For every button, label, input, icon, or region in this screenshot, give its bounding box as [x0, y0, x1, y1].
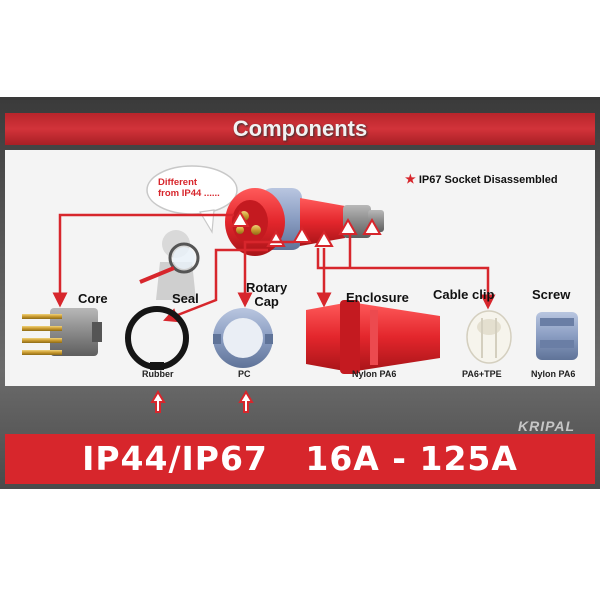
rotary-cap-label-line2: Cap — [254, 294, 279, 309]
cable-clip-material: PA6+TPE — [462, 369, 502, 379]
bubble-line2: from IP44 ...... — [158, 188, 220, 199]
enclosure-material: Nylon PA6 — [352, 369, 397, 379]
legend-text: IP67 Socket Disassembled — [418, 174, 558, 186]
spec-text: IP44/IP67 16A - 125A — [82, 439, 518, 478]
seal-ring — [125, 306, 189, 370]
brand-logo: KRIPAL — [518, 418, 576, 434]
rotary-cap-material: PC — [238, 369, 251, 379]
cable-clip — [466, 310, 512, 364]
bubble-line1: Different — [158, 177, 198, 188]
screw-material: Nylon PA6 — [531, 369, 576, 379]
enclosure — [306, 300, 440, 374]
core-label: Core — [78, 291, 108, 306]
enclosure-label: Enclosure — [346, 290, 409, 305]
rotary-cap-label-line1: Rotary — [246, 280, 288, 295]
page-title: Components — [232, 116, 368, 141]
seal-label: Seal — [172, 291, 199, 306]
magnifier-figure — [139, 230, 200, 300]
screw-component — [536, 312, 578, 360]
star-icon: ★ — [405, 172, 416, 186]
legend: ★ IP67 Socket Disassembled — [405, 172, 558, 186]
seal-material: Rubber — [142, 369, 174, 379]
core-component — [22, 308, 102, 356]
assembled-socket — [225, 188, 384, 256]
spec-bar — [5, 434, 595, 484]
screw-label: Screw — [532, 287, 571, 302]
connector-arrows — [52, 213, 496, 323]
rotary-cap-label: Rotary Cap — [246, 281, 287, 309]
warning-markers — [230, 209, 382, 247]
rotary-cap — [213, 308, 273, 368]
up-arrow-icons — [150, 390, 254, 413]
bubble-text: Different from IP44 ...... — [158, 177, 238, 199]
speech-bubble — [146, 165, 238, 234]
cable-clip-label: Cable clip — [433, 287, 495, 302]
header-bar — [5, 113, 595, 145]
